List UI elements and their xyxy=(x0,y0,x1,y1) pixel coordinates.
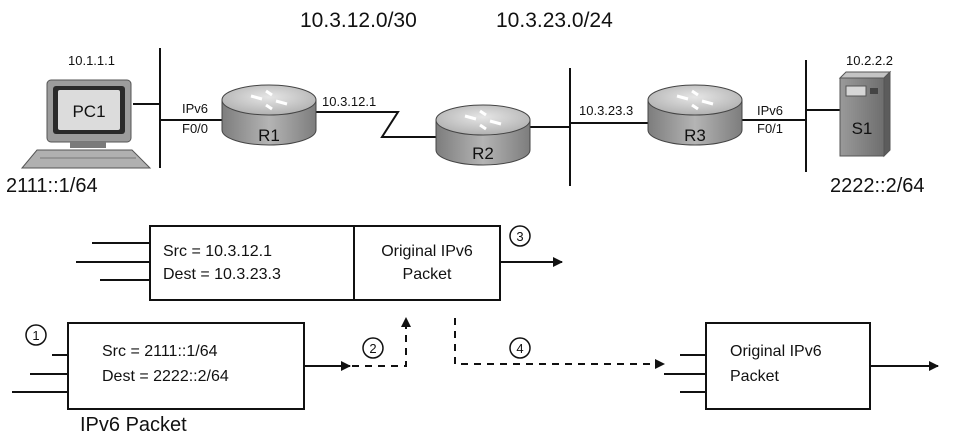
result-packet xyxy=(664,322,939,410)
step-marker-2: 2 xyxy=(362,337,384,359)
step-marker-label: 1 xyxy=(32,328,39,343)
result-packet-line1: Original IPv6 xyxy=(730,343,822,360)
flow-up-to-tunnel xyxy=(352,317,411,367)
step-marker-label: 4 xyxy=(516,341,523,356)
s1-name: S1 xyxy=(852,119,873,138)
r3-proto-label: IPv6 xyxy=(757,103,783,118)
r1-name: R1 xyxy=(258,126,280,145)
router-icon xyxy=(647,84,743,146)
tunnel-payload-line1: Original IPv6 xyxy=(381,243,473,260)
server-icon xyxy=(838,70,892,158)
result-packet-line2: Packet xyxy=(730,368,779,385)
tunnel-ipv4-header xyxy=(149,225,355,301)
r1-proto-label: IPv6 xyxy=(182,101,208,116)
tunnel-packet xyxy=(76,225,563,301)
router-r2[interactable]: R2 xyxy=(435,104,531,166)
pc1-device[interactable]: PC1 xyxy=(20,79,152,169)
router-icon xyxy=(221,84,317,146)
router-icon xyxy=(435,104,531,166)
r3-iface-label: F0/1 xyxy=(757,121,783,136)
r3-name: R3 xyxy=(684,126,706,145)
pc1-ipv6: 2111::1/64 xyxy=(6,175,98,197)
tunnel-payload-line2: Packet xyxy=(403,266,452,283)
subnet-r1-r2-label: 10.3.12.0/30 xyxy=(300,9,417,32)
step-marker-1: 1 xyxy=(25,324,47,346)
ipv6-src: Src = 2111::1/64 xyxy=(102,343,218,360)
s1-ipv4: 10.2.2.2 xyxy=(846,53,893,68)
tunnel-dest: Dest = 10.3.23.3 xyxy=(163,266,281,283)
router-r1[interactable]: R1 xyxy=(221,84,317,146)
router-r3[interactable]: R3 xyxy=(647,84,743,146)
tunnel-payload xyxy=(353,225,501,301)
pc1-ipv4: 10.1.1.1 xyxy=(68,53,115,68)
step-marker-label: 2 xyxy=(369,341,376,356)
ipv6-dest: Dest = 2222::2/64 xyxy=(102,368,229,385)
flow-to-destination xyxy=(454,318,665,369)
r1-serial-ip: 10.3.12.1 xyxy=(322,94,376,109)
server-s1[interactable]: S1 xyxy=(838,70,892,158)
r3-lan-ip: 10.3.23.3 xyxy=(579,103,633,118)
tunnel-src: Src = 10.3.12.1 xyxy=(163,243,272,260)
ipv6-packet xyxy=(12,322,351,410)
step-marker-4: 4 xyxy=(509,337,531,359)
r2-name: R2 xyxy=(472,144,494,163)
pc-icon xyxy=(20,79,152,169)
ipv6-packet-caption: IPv6 Packet xyxy=(80,414,187,435)
pc1-name: PC1 xyxy=(72,102,105,121)
r1-iface-label: F0/0 xyxy=(182,121,208,136)
s1-ipv6: 2222::2/64 xyxy=(830,175,925,197)
step-marker-label: 3 xyxy=(516,229,523,244)
subnet-r2-r3-label: 10.3.23.0/24 xyxy=(496,9,613,32)
step-marker-3: 3 xyxy=(509,225,531,247)
serial-link-r1-r2 xyxy=(316,111,436,138)
